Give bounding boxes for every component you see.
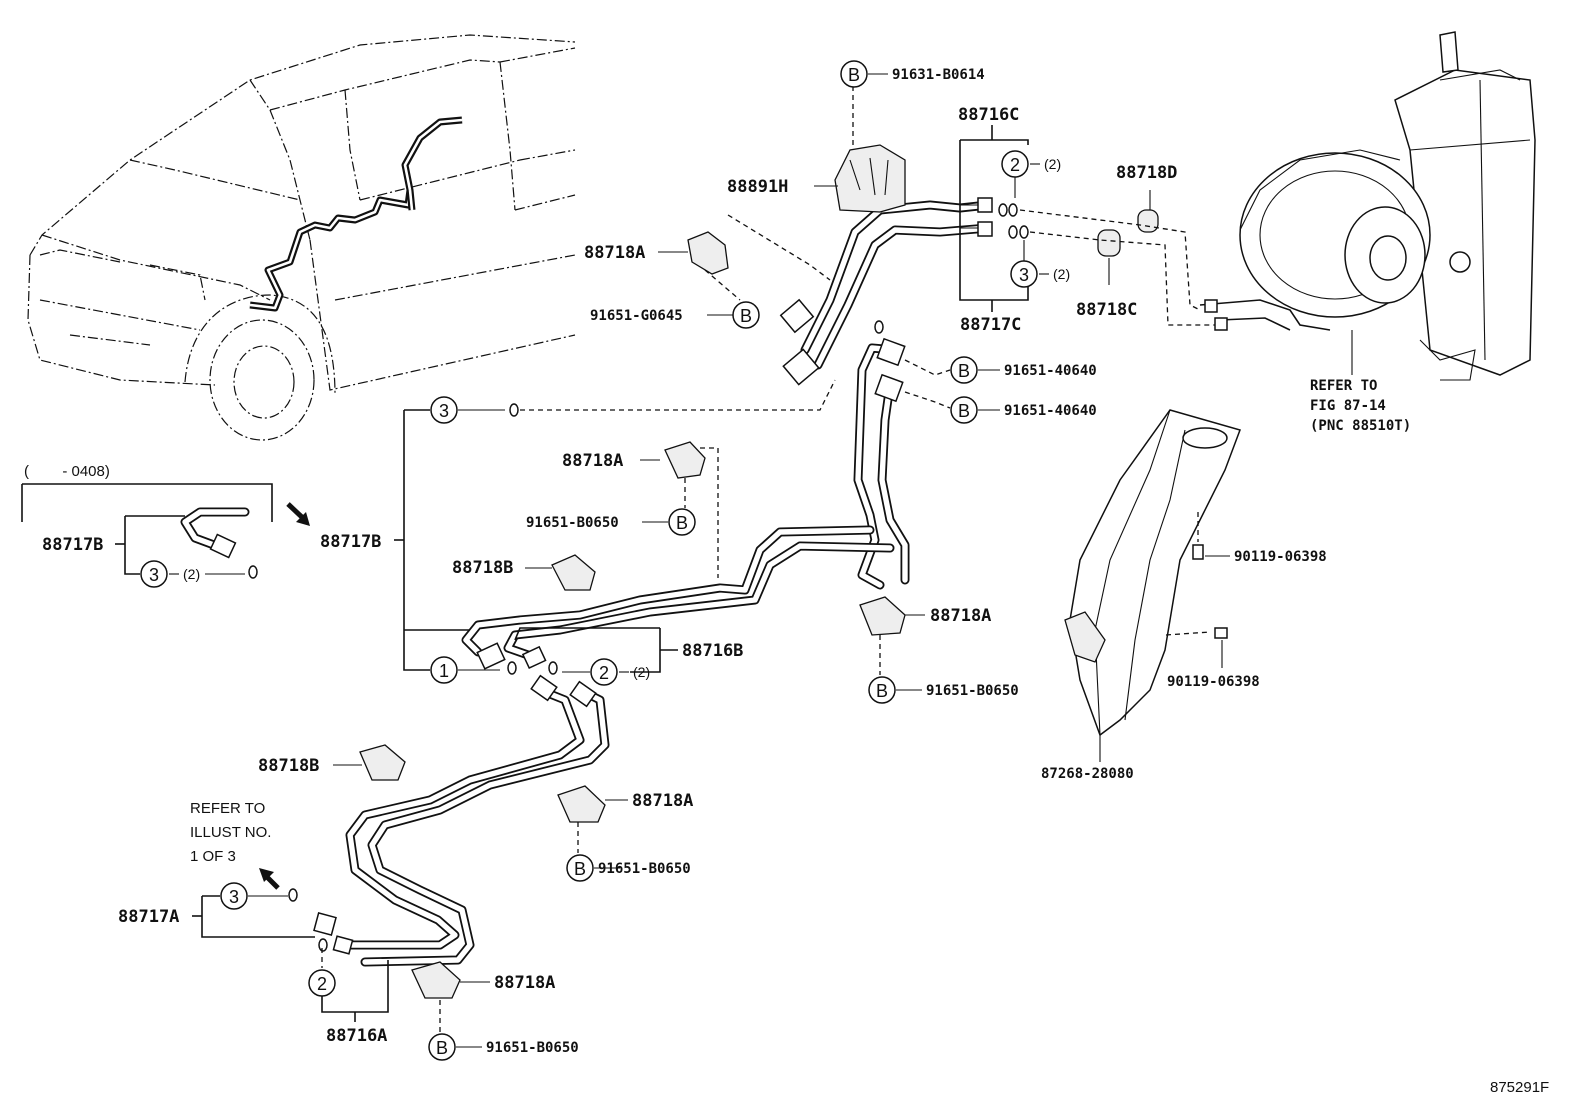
grommet-88891h	[834, 144, 906, 213]
qty-2-mid: (2)	[633, 664, 650, 680]
label-88718a-mid: 88718A	[562, 451, 623, 471]
label-91631-b0614: 91631-B0614	[892, 67, 985, 83]
note-fig-87-14: FIG 87-14	[1310, 398, 1386, 414]
callout-b-b0650-1-text: B	[676, 513, 688, 533]
callout-2-upper: 2	[1001, 150, 1029, 178]
label-88718a-top: 88718A	[584, 243, 645, 263]
label-88891h: 88891H	[727, 177, 788, 197]
callout-1: 1	[430, 656, 458, 684]
callout-b-b0650-1: B	[668, 508, 696, 536]
vehicle-outline	[27, 34, 576, 441]
label-90119-06398-b: 90119-06398	[1167, 674, 1260, 690]
label-91651-40640-b: 91651-40640	[1004, 403, 1097, 419]
figure-code: 875291F	[1490, 1079, 1549, 1096]
qty-3-old: (2)	[183, 566, 200, 582]
callout-b-b0650-3-text: B	[574, 859, 586, 879]
label-91651-b0650-1: 91651-B0650	[526, 515, 619, 531]
note-pnc-88510t: (PNC 88510T)	[1310, 418, 1411, 434]
callout-b-40640-b: B	[950, 396, 978, 424]
callout-3-old: 3	[140, 560, 168, 588]
label-91651-b0650-2: 91651-B0650	[926, 683, 1019, 699]
callout-2-lower-text: 2	[317, 974, 327, 994]
label-88716c: 88716C	[958, 105, 1019, 125]
part-labels: 91631-B0614 88716C 88718D 88891H 88718A …	[42, 67, 1327, 1056]
label-88716a: 88716A	[326, 1026, 387, 1046]
quantity-tags: (2) (2) (2) (2)	[169, 156, 1070, 680]
qty-2-upper: (2)	[1044, 156, 1061, 172]
note-date-range: ( - 0408)	[24, 463, 110, 480]
note-refer-to-illust: REFER TO	[190, 800, 265, 817]
callout-b-b0650-4-text: B	[436, 1038, 448, 1058]
cooler-pipe-assembly	[313, 197, 993, 967]
label-88718a-right: 88718A	[930, 606, 991, 626]
callout-b-91631: B	[840, 60, 868, 88]
callout-b-g0645: B	[732, 301, 760, 329]
label-88718a-bottom: 88718A	[494, 973, 555, 993]
duct-87268-28080	[1064, 409, 1241, 737]
label-88718d: 88718D	[1116, 163, 1177, 183]
callout-3-upper: 3	[1010, 260, 1038, 288]
callout-3-upper-text: 3	[1019, 265, 1029, 285]
callout-3-main: 3	[430, 396, 458, 424]
callout-2-lower: 2	[308, 969, 336, 997]
notes: REFER TO FIG 87-14 (PNC 88510T) REFER TO…	[24, 378, 1549, 1096]
clamp-88718a-top	[687, 231, 729, 275]
label-90119-06398-a: 90119-06398	[1234, 549, 1327, 565]
callout-b-40640-b-text: B	[958, 401, 970, 421]
note-1-of-3: 1 OF 3	[190, 848, 236, 865]
callout-b-b0650-3: B	[566, 854, 594, 882]
label-88718b-upper: 88718B	[452, 558, 513, 578]
label-87268-28080: 87268-28080	[1041, 766, 1134, 782]
label-88717c: 88717C	[960, 315, 1021, 335]
clamp-88718c	[1097, 229, 1121, 257]
callout-b-b0650-2: B	[868, 676, 896, 704]
callout-2-mid-text: 2	[599, 663, 609, 683]
callout-2-upper-text: 2	[1010, 155, 1020, 175]
callout-3-old-text: 3	[149, 565, 159, 585]
clamp-88718d	[1137, 209, 1159, 233]
label-88718b-lower: 88718B	[258, 756, 319, 776]
note-refer-to-fig: REFER TO	[1310, 378, 1377, 394]
callout-3-lower-text: 3	[229, 887, 239, 907]
label-91651-b0650-4: 91651-B0650	[486, 1040, 579, 1056]
label-88717a: 88717A	[118, 907, 179, 927]
label-91651-g0645: 91651-G0645	[590, 308, 683, 324]
callout-3-lower: 3	[220, 882, 248, 910]
label-88717b-main: 88717B	[320, 532, 381, 552]
label-88716b: 88716B	[682, 641, 743, 661]
leader-lines	[21, 73, 1353, 1048]
clamps	[180, 144, 1159, 999]
callout-b-40640-a-text: B	[958, 361, 970, 381]
blower-unit	[1199, 31, 1536, 381]
note-illust-no: ILLUST NO.	[190, 824, 271, 841]
callout-b-40640-a: B	[950, 356, 978, 384]
callout-b-b0650-4: B	[428, 1033, 456, 1061]
label-88717b-old: 88717B	[42, 535, 103, 555]
callout-3-main-text: 3	[439, 401, 449, 421]
label-88718a-lowermid: 88718A	[632, 791, 693, 811]
callout-1-text: 1	[439, 661, 449, 681]
callout-b-g0645-text: B	[740, 306, 752, 326]
label-91651-b0650-3: 91651-B0650	[598, 861, 691, 877]
callout-b-91631-text: B	[848, 65, 860, 85]
qty-3-upper: (2)	[1053, 266, 1070, 282]
label-91651-40640-a: 91651-40640	[1004, 363, 1097, 379]
callouts: B 2 3 B B B 3 B 3 1 2 B B 3 2 B	[140, 60, 1038, 1061]
callout-b-b0650-2-text: B	[876, 681, 888, 701]
label-88718c: 88718C	[1076, 300, 1137, 320]
callout-2-mid: 2	[590, 658, 618, 686]
